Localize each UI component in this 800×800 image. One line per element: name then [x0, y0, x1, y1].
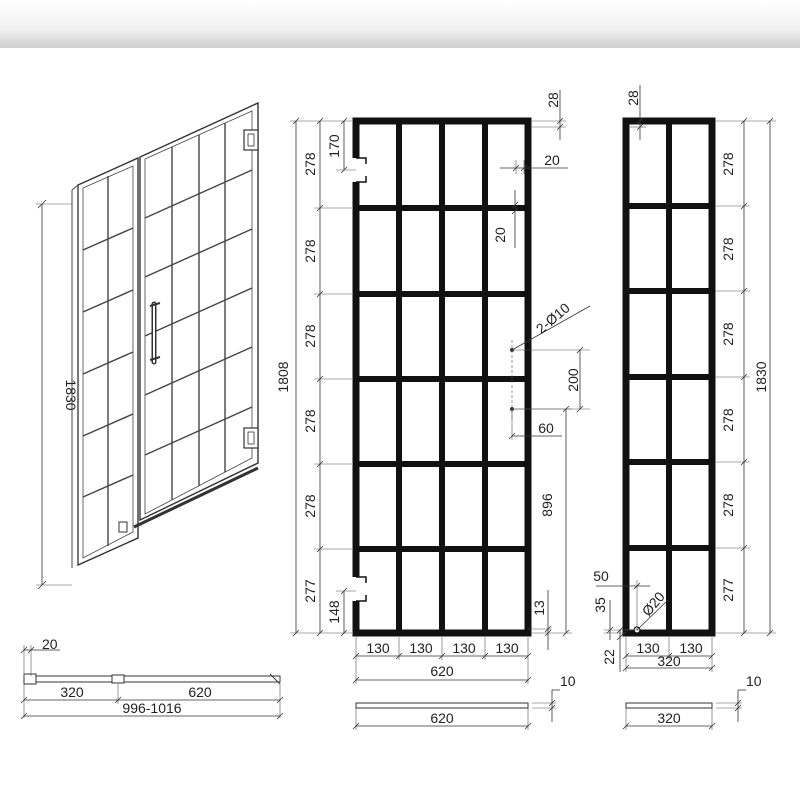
fixed-22-label: 22 [601, 649, 617, 665]
persp-height-dim [36, 199, 72, 590]
door-width-label: 620 [430, 663, 454, 679]
door-row-3-label: 278 [302, 324, 318, 348]
persp-door-label: 620 [188, 684, 212, 700]
door-col-1-label: 130 [366, 640, 390, 656]
door-bottom-label: 13 [531, 600, 547, 616]
top-gradient-band [0, 0, 800, 48]
persp-total-label: 996-1016 [122, 700, 181, 716]
fixed-width-label: 320 [657, 653, 681, 669]
door-bar-v-label: 20 [492, 227, 508, 243]
door-elevation: 1808 278 278 278 278 278 277 170 148 [275, 90, 591, 730]
door-thickness-label: 10 [560, 673, 576, 689]
door-bar-label: 20 [544, 152, 560, 168]
bottom-seal [133, 466, 259, 529]
fixed-35-label: 35 [592, 597, 608, 613]
hinge-cutout-top [352, 157, 370, 183]
fixed-row-4-label: 278 [720, 408, 736, 432]
fixed-elevation: 28 278 278 278 278 278 277 183 [592, 85, 776, 730]
persp-height-label: 1830 [63, 379, 79, 410]
fixed-plan-width-label: 320 [657, 710, 681, 726]
door-plan-width-label: 620 [430, 710, 454, 726]
fixed-top-label: 28 [625, 90, 641, 106]
fixed-plan [622, 689, 746, 730]
fixed-right-dims [716, 117, 776, 637]
door-mullions [396, 121, 488, 633]
door-handle-height-label: 896 [539, 493, 555, 517]
fixed-50-label: 50 [593, 568, 609, 584]
perspective-wall-profile [71, 184, 79, 568]
door-holes-label: 2-Ø10 [533, 299, 573, 336]
door-left-dims [290, 117, 356, 637]
fixed-bottom-dims [622, 637, 716, 672]
door-hinge-top-label: 170 [326, 134, 342, 158]
perspective-door-panel [139, 101, 259, 522]
door-row-6-label: 277 [302, 579, 318, 603]
fixed-row-6-label: 277 [720, 578, 736, 602]
door-right-dims [500, 90, 591, 650]
perspective-fixed-panel [77, 156, 139, 567]
hinge-cutout-bottom [352, 576, 370, 602]
fixed-height-label: 1830 [753, 361, 769, 392]
fixed-thickness-label: 10 [746, 673, 762, 689]
plan-view: 20 320 620 996-1016 [20, 636, 284, 720]
perspective-view: 1830 [36, 101, 259, 590]
door-row-5-label: 278 [302, 494, 318, 518]
door-col-2-label: 130 [409, 640, 433, 656]
door-top-label: 28 [545, 92, 561, 108]
fixed-row-5-label: 278 [720, 493, 736, 517]
door-hole-inset-label: 60 [538, 420, 554, 436]
fixed-row-3-label: 278 [720, 322, 736, 346]
door-hole-spacing-label: 200 [565, 368, 581, 392]
fixed-dia-label: Ø20 [639, 588, 668, 619]
hinge-icon [243, 129, 259, 449]
fixed-col-1-label: 130 [636, 640, 660, 656]
fixed-top-dim [630, 85, 646, 140]
door-row-4-label: 278 [302, 409, 318, 433]
door-row-2-label: 278 [302, 239, 318, 263]
floor-guide [118, 521, 128, 533]
door-hinge-bottom-label: 148 [326, 600, 342, 624]
door-plan [352, 689, 560, 730]
fixed-row-1-label: 278 [720, 152, 736, 176]
fixed-col-2-label: 130 [679, 640, 703, 656]
persp-gap-label: 20 [42, 636, 58, 652]
persp-fixed-label: 320 [60, 684, 84, 700]
door-col-3-label: 130 [452, 640, 476, 656]
door-col-4-label: 130 [495, 640, 519, 656]
door-row-1-label: 278 [302, 152, 318, 176]
fixed-corner-dims [596, 580, 669, 672]
fixed-row-2-label: 278 [720, 237, 736, 261]
door-height-label: 1808 [275, 361, 291, 392]
door-bottom-dims [352, 637, 532, 684]
door-handle-icon [149, 301, 161, 365]
